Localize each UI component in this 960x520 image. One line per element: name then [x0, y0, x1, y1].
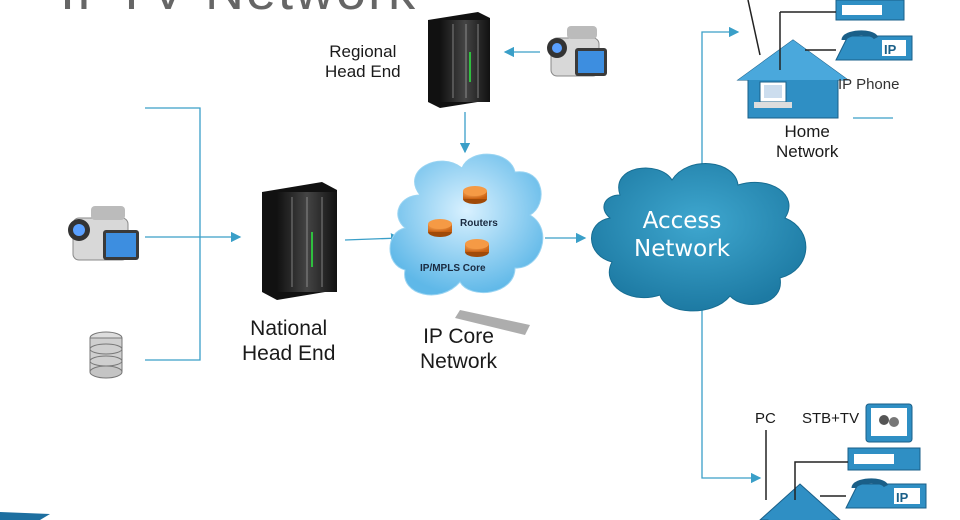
house-icon-top [736, 39, 850, 119]
database-icon [89, 331, 123, 379]
ip-badge-top: IP [884, 42, 897, 57]
link-access-to-home-bottom [701, 305, 762, 484]
router-icon-1 [463, 186, 487, 204]
ip-phone-label: IP Phone [838, 76, 900, 93]
links [145, 26, 893, 484]
set-top-box-icon-bottom [847, 447, 921, 471]
camera-icon [68, 206, 139, 261]
link-national-to-core [344, 233, 402, 244]
router-icon-2 [428, 219, 452, 237]
ip-phone-icon-top [835, 30, 913, 61]
ip-mpls-core-label: IP/MPLS Core [420, 263, 486, 274]
access-network-cloud [591, 163, 807, 312]
ip-badge-bottom: IP [896, 490, 909, 505]
pc-label: PC [755, 410, 776, 427]
link-sources-bracket [145, 107, 201, 361]
camera-icon-regional [547, 26, 607, 77]
stb-tv-label: STB+TV [802, 410, 860, 427]
routers-label: Routers [460, 218, 498, 229]
link-access-to-home-top [701, 26, 740, 178]
set-top-box-icon-top [835, 0, 905, 21]
ip-phone-icon-bottom [845, 478, 927, 509]
server-icon-national [262, 182, 337, 300]
tv-icon-bottom [865, 403, 913, 443]
router-icon-3 [465, 239, 489, 257]
diagram-title: IPTV Network [60, 0, 417, 22]
house-icon-bottom [759, 483, 841, 520]
ip-core-cloud [389, 153, 544, 296]
server-icon-regional [428, 12, 490, 108]
